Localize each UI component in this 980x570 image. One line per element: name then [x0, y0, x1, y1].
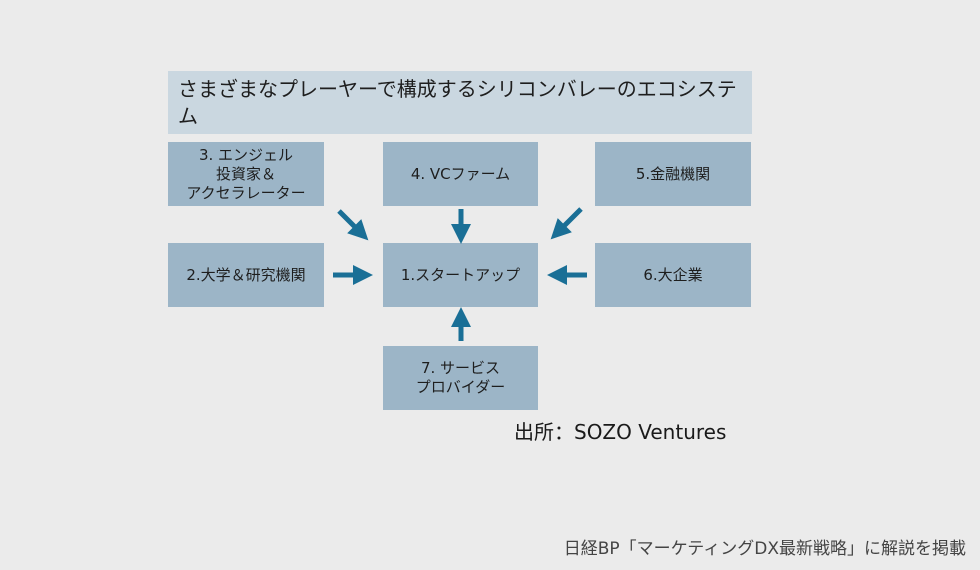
node-large-corporations: 6.大企業: [595, 243, 751, 307]
source-credit: 出所：SOZO Ventures: [514, 420, 727, 444]
footer-caption: 日経BP「マーケティングDX最新戦略」に解説を掲載: [563, 539, 966, 559]
arrow-finance-to-startup: [550, 207, 583, 240]
arrow-angel-to-startup: [337, 209, 369, 241]
node-financial-institutions: 5.金融機関: [595, 142, 751, 206]
diagram-title: さまざまなプレーヤーで構成するシリコンバレーのエコシステム: [168, 71, 752, 134]
node-vc-firms: 4. VCファーム: [383, 142, 538, 206]
node-universities: 2.大学＆研究機関: [168, 243, 324, 307]
node-service-providers: 7. サービス プロバイダー: [383, 346, 538, 410]
node-angel-investors: 3. エンジェル 投資家＆ アクセラレーター: [168, 142, 324, 206]
node-startups: 1.スタートアップ: [383, 243, 538, 307]
